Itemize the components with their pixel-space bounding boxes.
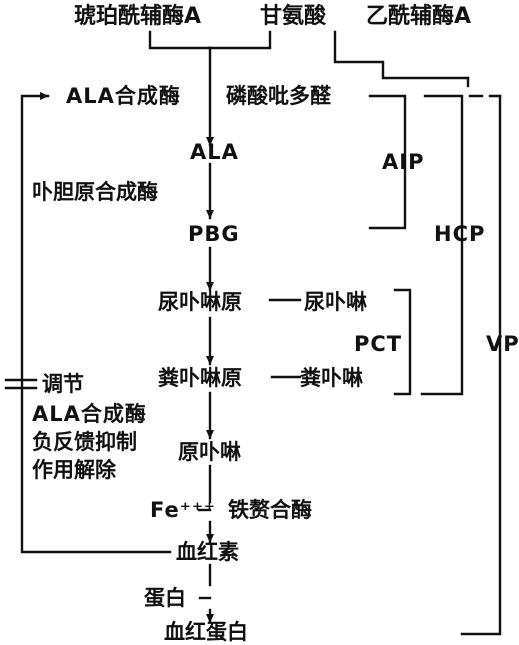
feedback-line-1: 调节 [42,372,84,396]
node-protoporphyrin: 原卟啉 [178,440,241,464]
feedback-loop [20,92,172,554]
feedback-line-3: 负反馈抑制 [32,430,137,454]
node-uroporphyrinogen: 尿卟啉原 [158,290,242,314]
enzyme-ferrochelatase: 铁赘合酶 [228,498,312,522]
node-glycine: 甘氨酸 [260,4,327,29]
node-pbg: PBG [188,222,240,246]
node-iron: Fe⁺⁺⁺ [150,498,216,522]
acetyl-bracket [333,30,470,80]
aip-bracket [368,94,407,230]
disease-vp: VP [486,332,519,356]
glycine-bracket [208,30,272,50]
feedback-line-4: 作用解除 [32,458,116,482]
enzyme-porphobilinogen-synthase: 卟胆原合成酶 [32,180,158,204]
node-ala: ALA [190,140,239,164]
node-succinyl-coa: 琥珀酰辅酶A [74,4,202,29]
succinyl-bracket [148,30,212,50]
node-acetyl-coa: 乙酰辅酶A [366,4,472,29]
feedback-line-2: ALA合成酶 [32,402,147,426]
node-hemoglobin: 血红蛋白 [164,620,248,644]
node-globin: 蛋白 [144,586,186,610]
node-heme: 血红素 [176,540,239,564]
vp-bracket [460,94,502,636]
pct-bracket [393,288,412,396]
disease-hcp: HCP [434,222,486,246]
disease-aip: AIP [382,150,425,174]
cofactor-pyridoxal-phosphate: 磷酸吡多醛 [226,84,331,108]
enzyme-ala-synthase: ALA合成酶 [66,84,181,108]
disease-pct: PCT [354,332,403,356]
node-coproporphyrin: 粪卟啉 [300,366,363,390]
node-uroporphyrin: 尿卟啉 [304,290,367,314]
node-coproporphyrinogen: 粪卟啉原 [158,366,242,390]
hcp-bracket [420,94,464,396]
